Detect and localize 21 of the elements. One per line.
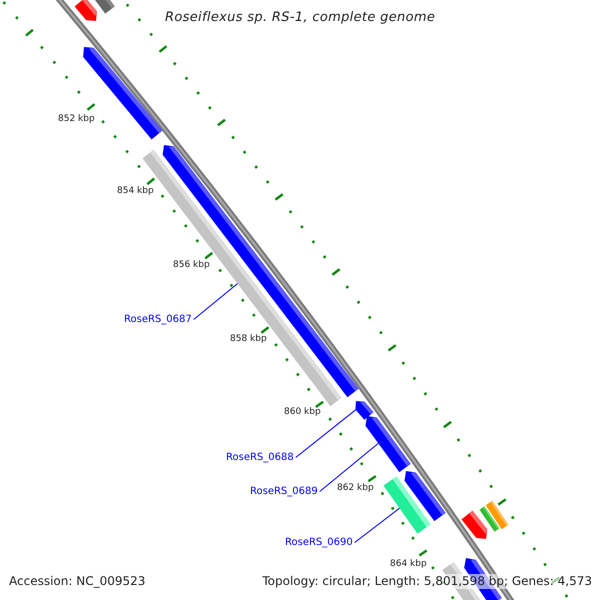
scale-label: 852 kbp (58, 114, 95, 126)
gene-block (365, 416, 411, 472)
leader-line (193, 283, 238, 320)
scale-label: 856 kbp (173, 260, 210, 272)
leader-line (295, 409, 356, 458)
gene-label: RoseRS_0689 (250, 485, 318, 498)
gene-label: RoseRS_0688 (226, 451, 294, 464)
scale-label: 864 kbp (390, 559, 427, 570)
gene-label: RoseRS_0687 (124, 313, 192, 326)
scale-label: 854 kbp (117, 186, 154, 198)
scale-label: 858 kbp (230, 334, 267, 346)
diagram-title: Roseiflexus sp. RS-1, complete genome (165, 9, 436, 27)
leader-line (319, 442, 379, 492)
genome-info: Accession: NC_009523 (9, 574, 146, 589)
leader-line (354, 508, 400, 543)
gene-bar (383, 476, 431, 534)
genome-info: Topology: circular; Length: 5,801,598 bp; Genes: 4,573 (262, 574, 592, 589)
scale-label: 860 kbp (284, 407, 321, 418)
gene-label: RoseRS_0690 (285, 536, 353, 549)
gene-block (355, 401, 374, 420)
scale-label: 862 kbp (337, 483, 374, 494)
